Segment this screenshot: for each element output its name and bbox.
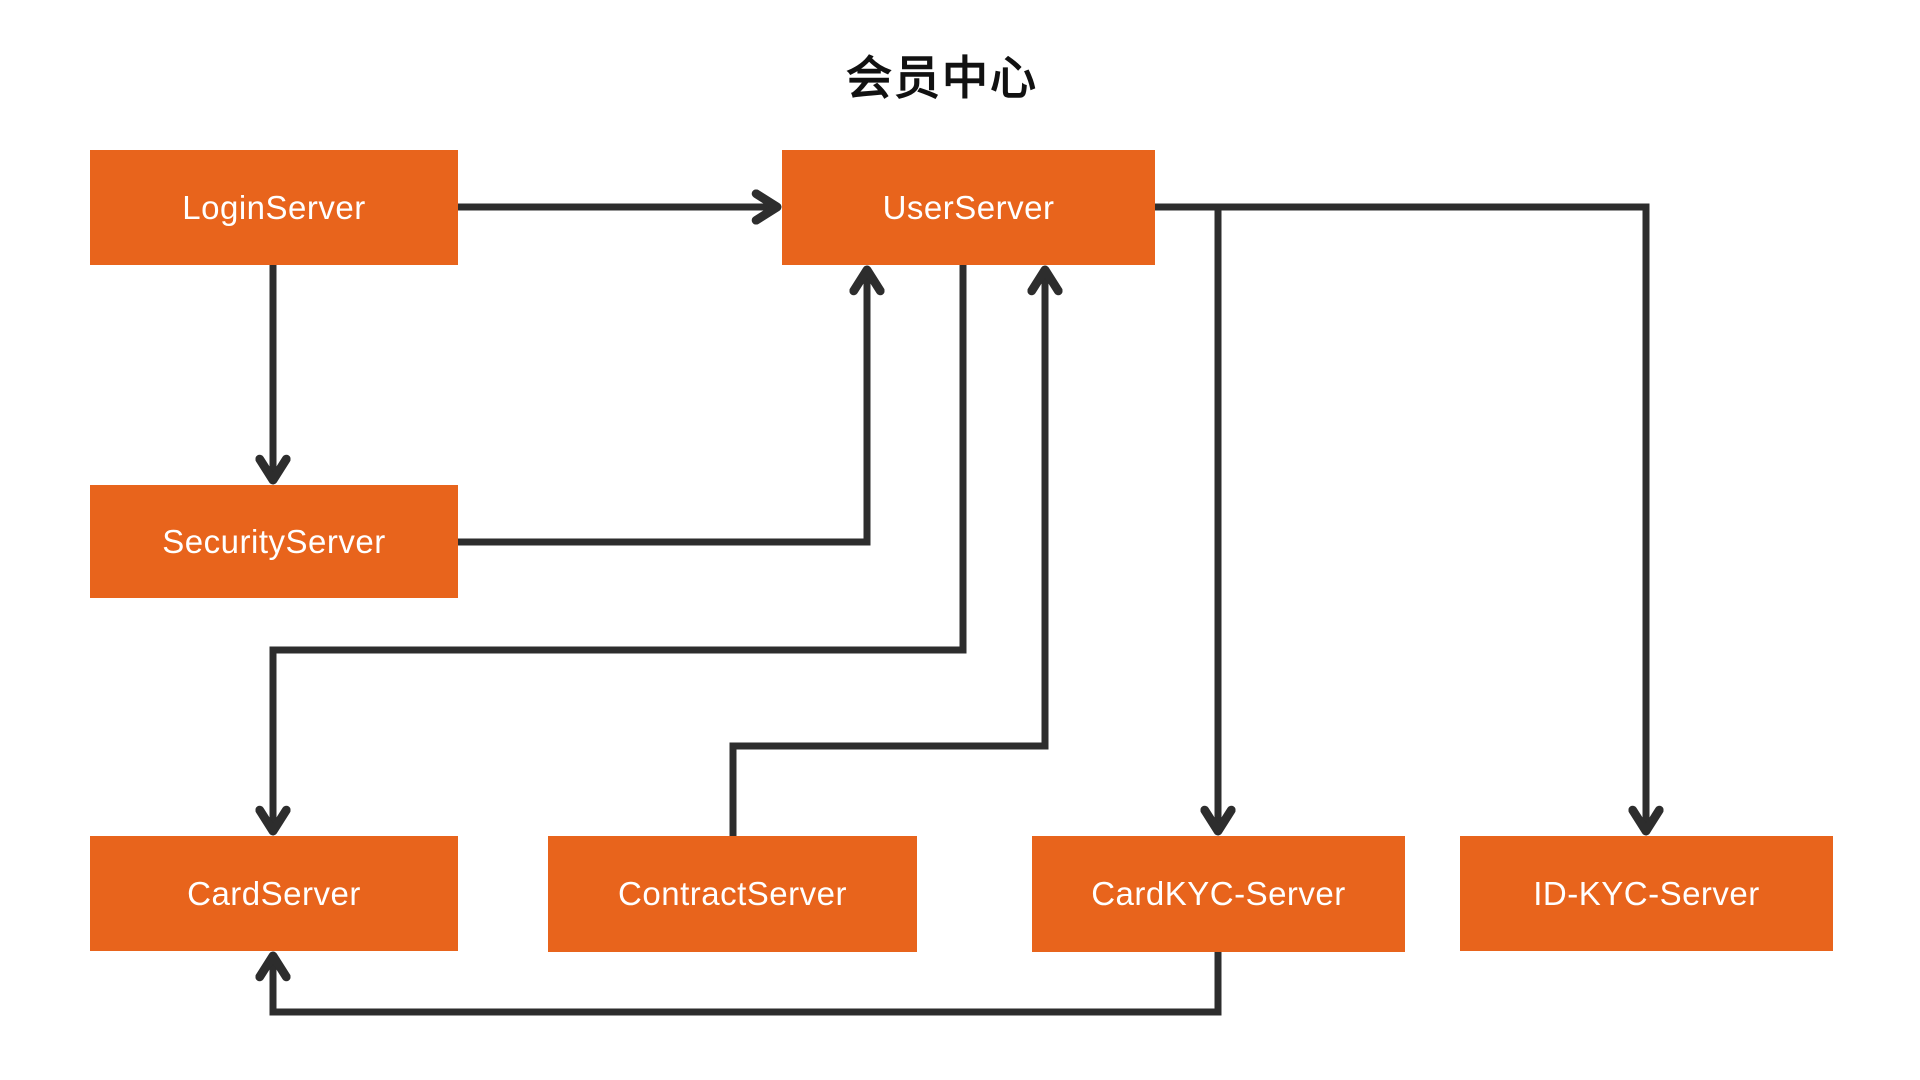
edge-userserver-to-cardkycserver xyxy=(1155,203,1218,829)
node-security-server-label: SecurityServer xyxy=(162,522,386,560)
node-contract-server-label: ContractServer xyxy=(618,875,847,912)
edge-userserver-to-idkycserver xyxy=(1155,203,1646,829)
node-cardkyc-server-label: CardKYC-Server xyxy=(1091,875,1346,912)
node-contract-server: ContractServer xyxy=(548,836,917,952)
diagram-title: 会员中心 xyxy=(846,52,1038,104)
edge-securityserver-to-userserver xyxy=(458,272,867,546)
edge-userserver-to-cardserver xyxy=(273,265,967,829)
node-idkyc-server-label: ID-KYC-Server xyxy=(1533,874,1760,912)
node-cardkyc-server: CardKYC-Server xyxy=(1032,836,1405,952)
node-user-server-label: UserServer xyxy=(882,188,1055,226)
node-user-server: UserServer xyxy=(782,150,1155,265)
node-security-server: SecurityServer xyxy=(90,485,458,598)
node-login-server: LoginServer xyxy=(90,150,458,265)
node-login-server-label: LoginServer xyxy=(182,188,366,226)
node-card-server-label: CardServer xyxy=(187,874,361,912)
edge-cardkycserver-to-cardserver xyxy=(273,952,1222,1016)
edge-contractserver-to-userserver xyxy=(729,272,1045,836)
node-card-server: CardServer xyxy=(90,836,458,951)
node-idkyc-server: ID-KYC-Server xyxy=(1460,836,1833,951)
